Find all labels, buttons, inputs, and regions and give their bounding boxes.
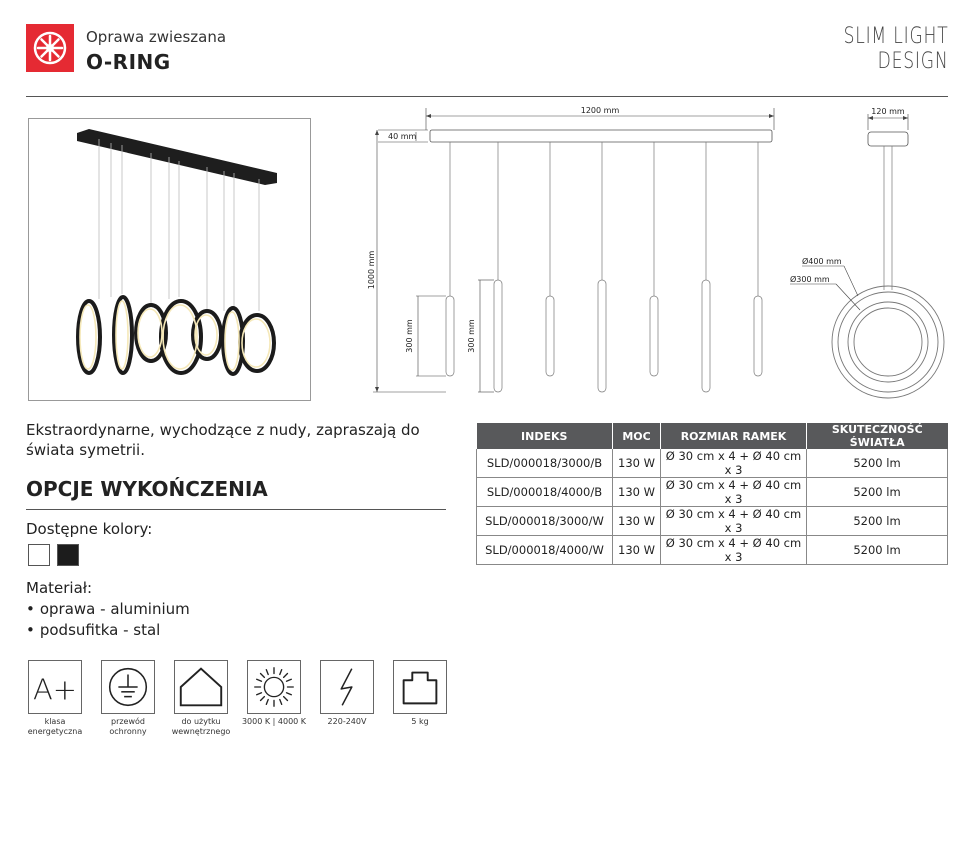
color-swatch-black <box>57 544 79 566</box>
brand-logo <box>26 24 74 72</box>
table-row: SLD/000018/3000/B 130 W Ø 30 cm x 4 + Ø … <box>476 449 948 478</box>
brand-line-2: DESIGN <box>877 49 948 74</box>
cell-index: SLD/000018/3000/B <box>476 449 613 478</box>
weight-icon <box>393 660 447 714</box>
dim-total-height: 1000 mm <box>367 251 376 290</box>
cell-index: SLD/000018/3000/W <box>476 506 613 536</box>
sun-logo-icon <box>33 31 67 65</box>
cell-power: 130 W <box>612 477 661 507</box>
table-header-row: INDEKS MOC ROZMIAR RAMEK SKUTECZNOŚĆ ŚWI… <box>476 423 948 449</box>
icon-caption: 5 kg <box>411 717 429 726</box>
dim-canopy-height: 40 mm <box>388 132 417 141</box>
material-list: oprawa - aluminium podsufitka - stal <box>26 599 190 641</box>
icon-caption: do użytku wewnętrznego <box>171 717 231 736</box>
colors-label: Dostępne kolory: <box>26 520 153 538</box>
protective-earth-icon <box>101 660 155 714</box>
technical-drawing: 1200 mm 40 mm 1000 mm <box>360 100 960 410</box>
table-row: SLD/000018/4000/B 130 W Ø 30 cm x 4 + Ø … <box>476 477 948 507</box>
product-description: Ekstraordynarne, wychodzące z nudy, zapr… <box>26 421 420 459</box>
icon-caption: przewód ochronny <box>109 717 147 736</box>
dim-ring-height-left: 300 mm <box>405 319 414 353</box>
indoor-use-icon <box>174 660 228 714</box>
col-header-frame-size: ROZMIAR RAMEK <box>660 423 807 449</box>
cell-index: SLD/000018/4000/B <box>476 477 613 507</box>
dim-diameter-small: Ø300 mm <box>790 274 830 284</box>
product-title: O-RING <box>86 50 171 74</box>
col-header-power: MOC <box>612 423 661 449</box>
col-header-index: INDEKS <box>476 423 613 449</box>
color-swatch-white <box>28 544 50 566</box>
energy-class-icon: A+ <box>28 660 82 714</box>
material-item: oprawa - aluminium <box>26 599 190 620</box>
cell-efficacy: 5200 lm <box>806 506 948 536</box>
product-category: Oprawa zwieszana <box>86 28 227 46</box>
table-row: SLD/000018/4000/W 130 W Ø 30 cm x 4 + Ø … <box>476 535 948 565</box>
icon-caption: klasa energetyczna <box>27 717 83 736</box>
cell-efficacy: 5200 lm <box>806 477 948 507</box>
dim-ring-height-mid: 300 mm <box>467 319 476 353</box>
finish-section-title: OPCJE WYKOŃCZENIA <box>26 477 268 501</box>
cell-index: SLD/000018/4000/W <box>476 535 613 565</box>
cell-efficacy: 5200 lm <box>806 449 948 478</box>
color-temperature-icon <box>247 660 301 714</box>
col-header-efficacy: SKUTECZNOŚĆ ŚWIATŁA <box>806 423 948 449</box>
cell-power: 130 W <box>612 506 661 536</box>
icon-caption: 220-240V <box>327 717 367 726</box>
dim-side-width: 120 mm <box>871 107 905 116</box>
brand-line-1: SLIM LIGHT <box>843 24 948 49</box>
brand-wordmark: SLIM LIGHT DESIGN <box>843 24 948 74</box>
cell-frame-size: Ø 30 cm x 4 + Ø 40 cm x 3 <box>660 506 807 536</box>
energy-class-label: A+ <box>33 673 77 707</box>
material-item: podsufitka - stal <box>26 620 190 641</box>
header-divider <box>26 96 948 97</box>
voltage-icon <box>320 660 374 714</box>
icon-caption: 3000 K | 4000 K <box>241 717 307 726</box>
cell-power: 130 W <box>612 449 661 478</box>
cell-frame-size: Ø 30 cm x 4 + Ø 40 cm x 3 <box>660 477 807 507</box>
spec-table: INDEKS MOC ROZMIAR RAMEK SKUTECZNOŚĆ ŚWI… <box>476 423 948 565</box>
product-photo <box>28 118 311 401</box>
section-divider <box>26 509 446 510</box>
material-label: Materiał: <box>26 579 93 597</box>
cell-power: 130 W <box>612 535 661 565</box>
table-row: SLD/000018/3000/W 130 W Ø 30 cm x 4 + Ø … <box>476 506 948 536</box>
dim-width-top: 1200 mm <box>581 106 620 115</box>
cell-frame-size: Ø 30 cm x 4 + Ø 40 cm x 3 <box>660 535 807 565</box>
cell-efficacy: 5200 lm <box>806 535 948 565</box>
dim-diameter-large: Ø400 mm <box>802 256 842 266</box>
cell-frame-size: Ø 30 cm x 4 + Ø 40 cm x 3 <box>660 449 807 478</box>
